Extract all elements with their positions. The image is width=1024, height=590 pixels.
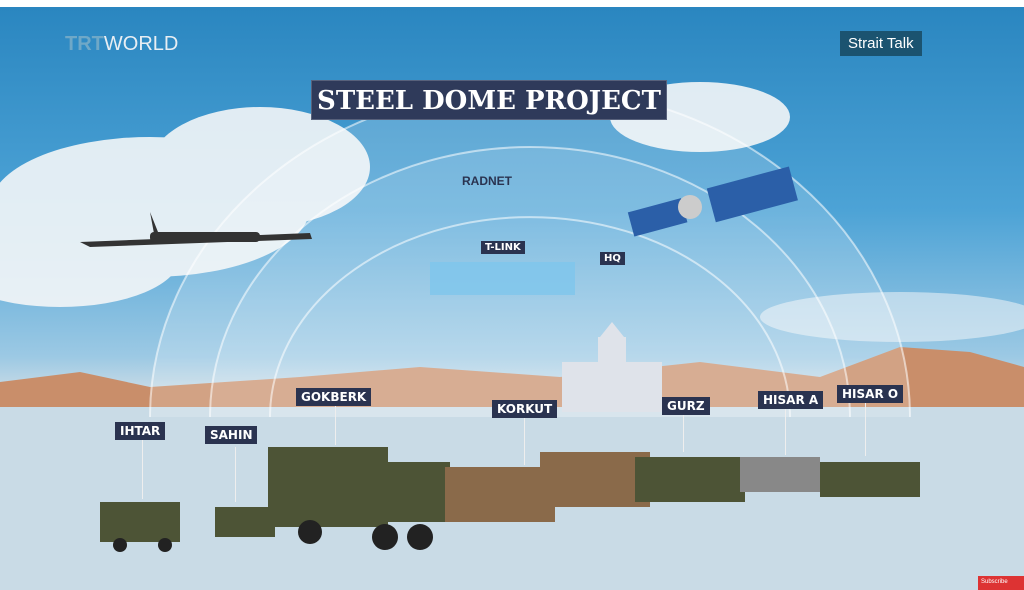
label-sahin: SAHIN [205,426,258,444]
label-hisar-a: HISAR A [758,391,824,409]
label-gokberk: GOKBERK [296,388,372,406]
label-hisar-o: HISAR O [837,385,904,403]
background-art [0,82,1024,552]
page-title: STEEL DOME PROJECT [311,80,667,120]
label-gurz: GURZ [662,397,710,415]
label-tlink: T-LINK [481,241,525,254]
infographic-scene: TRTWORLD Strait Talk STEEL DOME PROJECT … [0,7,1024,590]
trt-world-logo: TRTWORLD [65,33,179,55]
hq-building-icon [562,322,662,412]
tlink-grid [430,262,575,295]
show-name-badge: Strait Talk [840,31,922,56]
wheels [113,520,433,552]
label-korkut: KORKUT [492,400,558,418]
satellite-icon [627,166,798,237]
label-hq: HQ [600,252,625,265]
label-radnet: RADNET [462,174,512,188]
vehicles [100,447,920,542]
drone-icon [80,212,312,247]
label-ihtar: IHTAR [115,422,166,440]
subscribe-button[interactable]: Subscribe [978,576,1024,590]
